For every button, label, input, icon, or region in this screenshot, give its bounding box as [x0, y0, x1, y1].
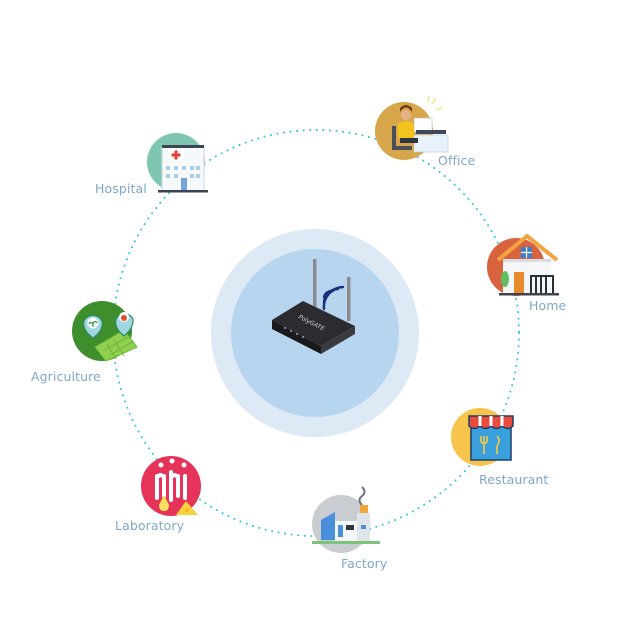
node-label-laboratory: Laboratory	[115, 518, 185, 533]
office-worker-icon	[375, 95, 449, 160]
router-icon: PolyGATE	[272, 259, 355, 354]
node-label-factory: Factory	[341, 556, 388, 571]
factory-icon	[312, 486, 380, 553]
wifi-icon	[322, 285, 345, 311]
node-label-office: Office	[438, 153, 476, 168]
restaurant-storefront-icon	[451, 408, 514, 466]
node-label-agriculture: Agriculture	[31, 369, 101, 384]
connection-ring	[112, 129, 520, 537]
agriculture-field-icon	[72, 301, 138, 362]
node-label-home: Home	[529, 298, 567, 313]
node-label-hospital: Hospital	[95, 181, 147, 196]
node-label-restaurant: Restaurant	[479, 472, 549, 487]
laboratory-flask-icon	[141, 456, 201, 516]
house-icon	[487, 234, 559, 296]
hospital-building-icon	[147, 133, 208, 193]
